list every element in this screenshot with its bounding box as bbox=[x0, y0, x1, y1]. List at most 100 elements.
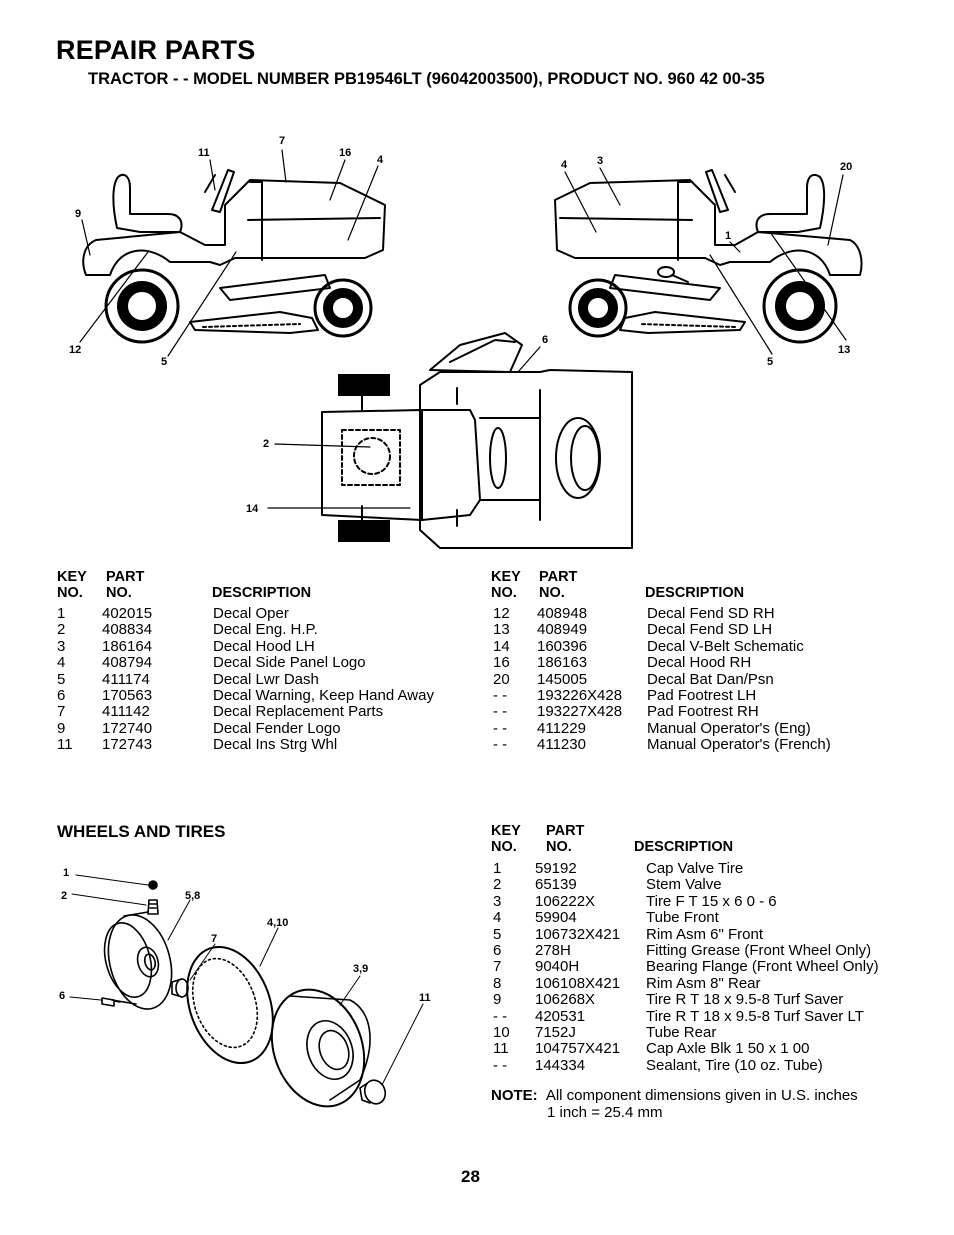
key-cell: 9 bbox=[57, 719, 66, 737]
part-number-cell: 411174 bbox=[102, 670, 150, 688]
key-cell: 11 bbox=[493, 1040, 509, 1058]
part-number-cell: 170563 bbox=[102, 687, 153, 704]
key-cell: 5 bbox=[493, 925, 502, 943]
description-cell: Decal Fend SD LH bbox=[647, 621, 773, 639]
table-left-header: KEY NO. PART NO. DESCRIPTION bbox=[57, 569, 357, 603]
key-header-line2: NO. bbox=[57, 585, 83, 601]
description-header: DESCRIPTION bbox=[634, 839, 734, 855]
part-number-cell: 411229 bbox=[537, 719, 586, 737]
part-number-cell: 402015 bbox=[102, 605, 153, 622]
part-header-line2: NO. bbox=[106, 585, 132, 601]
key-cell: - - bbox=[493, 703, 508, 721]
wheel-callout-7: 7 bbox=[211, 933, 217, 945]
part-number-cell: 172740 bbox=[102, 719, 153, 737]
part-number-cell: 104757X421 bbox=[535, 1040, 621, 1058]
part-header-line2: NO. bbox=[546, 839, 572, 855]
description-cell: Decal Eng. H.P. bbox=[213, 621, 318, 639]
page-subtitle: TRACTOR - - MODEL NUMBER PB19546LT (9604… bbox=[88, 70, 765, 88]
key-cell: 14 bbox=[493, 637, 510, 655]
part-number-cell: 106732X421 bbox=[535, 925, 621, 943]
part-number-cell: 106268X bbox=[535, 991, 596, 1009]
key-cell: 7 bbox=[493, 958, 502, 976]
part-header: PART bbox=[546, 823, 585, 839]
part-number-cell: 160396 bbox=[537, 637, 588, 655]
part-header-line2: NO. bbox=[539, 585, 565, 601]
note-line2: 1 inch = 25.4 mm bbox=[547, 1103, 663, 1121]
part-number-cell: 186163 bbox=[537, 654, 588, 672]
wheel-callout-1: 1 bbox=[63, 867, 69, 879]
wheel-callout-5-8: 5,8 bbox=[185, 890, 200, 902]
key-header-line2: NO. bbox=[491, 585, 517, 601]
description-cell: Sealant, Tire (10 oz. Tube) bbox=[646, 1056, 823, 1074]
description-cell: Decal V-Belt Schematic bbox=[647, 637, 804, 655]
key-cell: 8 bbox=[493, 974, 502, 992]
description-cell: Stem Valve bbox=[646, 876, 722, 894]
key-cell: 3 bbox=[493, 892, 502, 910]
description-cell: Decal Lwr Dash bbox=[213, 670, 319, 688]
callout-4: 4 bbox=[377, 154, 384, 166]
key-cell: 1 bbox=[493, 860, 502, 877]
description-cell: Tire R T 18 x 9.5-8 Turf Saver LT bbox=[646, 1007, 864, 1025]
part-number-cell: 172743 bbox=[102, 736, 153, 754]
part-number-cell: 411230 bbox=[537, 736, 586, 754]
description-cell: Decal Warning, Keep Hand Away bbox=[213, 687, 434, 704]
key-cell: 13 bbox=[493, 621, 510, 639]
callout-1: 1 bbox=[725, 230, 731, 242]
description-cell: Bearing Flange (Front Wheel Only) bbox=[646, 958, 879, 976]
part-number-cell: 408949 bbox=[537, 621, 588, 639]
part-number-cell: 420531 bbox=[535, 1007, 586, 1025]
part-number-cell: 193227X428 bbox=[537, 703, 623, 721]
table-row: 14 160396 Decal V-Belt Schematic bbox=[491, 637, 911, 655]
key-cell: 12 bbox=[493, 605, 510, 622]
callout-9: 9 bbox=[75, 208, 81, 220]
key-cell: - - bbox=[493, 687, 508, 704]
key-header-line2: NO. bbox=[491, 839, 517, 855]
dimensions-note: NOTE: All component dimensions given in … bbox=[491, 1087, 858, 1121]
key-cell: 5 bbox=[57, 670, 66, 688]
callout-6: 6 bbox=[542, 334, 548, 346]
table-row: 9 172740 Decal Fender Logo bbox=[57, 719, 457, 737]
callout-11: 11 bbox=[198, 147, 210, 159]
description-cell: Decal Side Panel Logo bbox=[213, 654, 366, 672]
wheels-tires-diagram: 1 2 5,8 4,10 7 3,9 6 11 bbox=[59, 867, 431, 1108]
description-cell: Fitting Grease (Front Wheel Only) bbox=[646, 942, 872, 959]
key-cell: 11 bbox=[57, 736, 73, 754]
part-number-cell: 408834 bbox=[102, 621, 153, 639]
decal-location-diagram: 11 7 16 4 9 12 5 4 3 20 1 6 5 13 2 14 bbox=[69, 135, 863, 549]
description-cell: Decal Hood LH bbox=[213, 637, 315, 655]
key-header: KEY bbox=[491, 823, 521, 839]
callout-5-left: 5 bbox=[161, 356, 167, 368]
page-title: REPAIR PARTS bbox=[56, 35, 256, 65]
part-number-cell: 106108X421 bbox=[535, 974, 621, 992]
part-number-cell: 106222X bbox=[535, 892, 596, 910]
page-number: 28 bbox=[461, 1167, 480, 1186]
callout-13: 13 bbox=[838, 344, 850, 356]
table-right-header: KEY NO. PART NO. DESCRIPTION bbox=[491, 569, 791, 603]
description-cell: Manual Operator's (French) bbox=[647, 736, 831, 754]
note-label: NOTE: bbox=[491, 1087, 538, 1104]
part-number-cell: 59192 bbox=[535, 860, 577, 877]
key-cell: 20 bbox=[493, 670, 510, 688]
description-cell: Tube Rear bbox=[646, 1024, 717, 1041]
description-cell: Decal Fender Logo bbox=[213, 719, 341, 737]
callout-16: 16 bbox=[339, 147, 351, 159]
wheel-callout-4-10: 4,10 bbox=[267, 917, 288, 929]
description-cell: Decal Oper bbox=[213, 605, 289, 622]
